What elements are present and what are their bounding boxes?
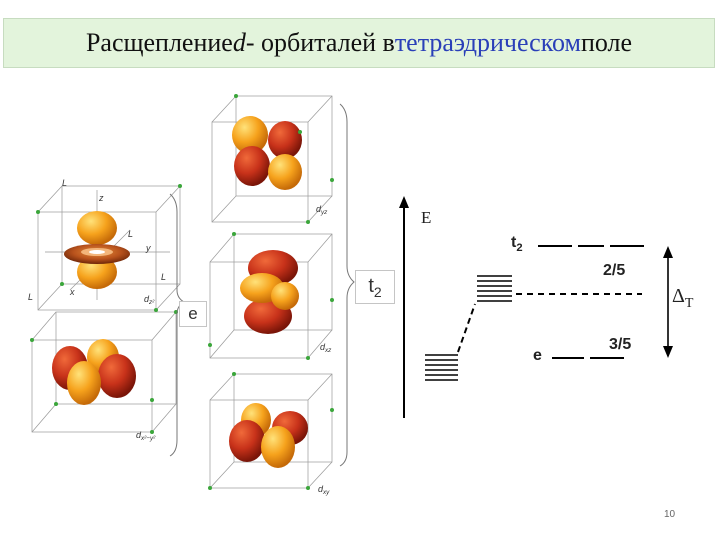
slide-title: Расщепление d- орбиталей в тетраэдрическ… bbox=[3, 18, 715, 68]
title-d-symbol: d bbox=[232, 28, 246, 57]
dz2-orbital bbox=[64, 211, 130, 289]
axis-z-label: z bbox=[99, 193, 104, 203]
page-number: 10 bbox=[664, 509, 676, 520]
delta-arrow bbox=[663, 246, 673, 358]
title-part2: - орбиталей в bbox=[245, 28, 395, 57]
dyz-cube bbox=[211, 95, 333, 223]
corner-dots bbox=[30, 94, 334, 490]
dyz-orbital bbox=[232, 116, 302, 190]
axis-y-label: y bbox=[146, 243, 151, 253]
title-accent-word: тетраэдрическом bbox=[394, 28, 581, 57]
energy-axis-label: E bbox=[421, 208, 432, 227]
group-t2-box: t2 bbox=[355, 270, 395, 304]
corner-label-L-3: L bbox=[161, 272, 167, 282]
t2-fraction: 2/5 bbox=[603, 262, 626, 279]
dxy-orbital bbox=[229, 403, 308, 468]
title-part3: поле bbox=[580, 28, 633, 57]
energy-arrow-icon bbox=[399, 196, 409, 208]
t2-bracket bbox=[339, 103, 355, 467]
barycenter-connector bbox=[457, 303, 476, 353]
dyz-label: dyz bbox=[316, 204, 328, 217]
e-fraction: 3/5 bbox=[609, 336, 632, 353]
corner-label-L-1: L bbox=[62, 178, 68, 188]
dxz-label: dxz bbox=[320, 342, 332, 355]
e-level-label: e bbox=[533, 347, 542, 364]
dx2y2-label: dx²−y² bbox=[136, 430, 156, 443]
degenerate-levels bbox=[425, 275, 512, 381]
axis-x-label: x bbox=[70, 287, 75, 297]
dz2-label: dz² bbox=[144, 294, 155, 307]
t2-level-label: t2 bbox=[511, 234, 523, 254]
corner-label-L-2: L bbox=[128, 229, 134, 239]
title-part1: Расщепление bbox=[85, 28, 233, 57]
dx2y2-orbital bbox=[52, 339, 136, 405]
group-e-box: e bbox=[179, 301, 207, 327]
corner-label-L-4: L bbox=[28, 292, 34, 302]
delta-t-label: ΔT bbox=[672, 285, 694, 311]
dxz-orbital bbox=[240, 250, 299, 334]
dxy-label: dxy bbox=[318, 484, 330, 497]
